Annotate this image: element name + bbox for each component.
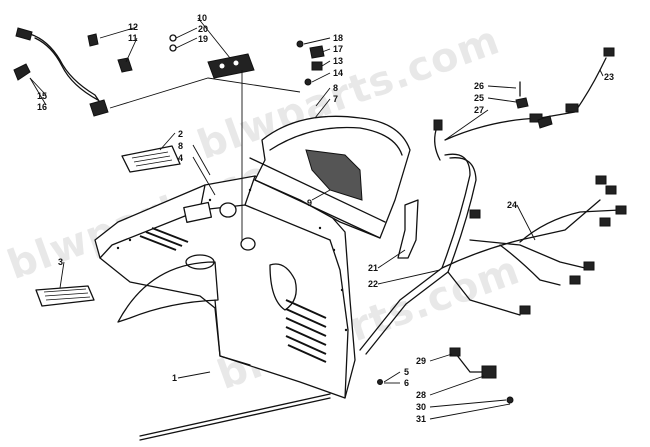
callout-label: 28 [416,390,427,400]
callout-label: 9 [307,198,313,208]
callout-label: 13 [333,56,344,66]
callout-label: 30 [416,402,427,412]
callout-label: 3 [58,257,64,267]
callout-label: 23 [604,72,615,82]
hood-part [249,115,411,239]
callout-label: 25 [474,93,485,103]
callout-label: 22 [368,279,379,289]
callout-label: 11 [128,33,138,43]
callout-label: 4 [178,153,184,163]
callout-label: 16 [37,102,48,112]
decal-plate-2 [121,145,181,173]
callout-label: 5 [404,367,410,377]
callout-label: 15 [37,91,48,101]
bracket-part [397,199,419,259]
callout-label: 24 [507,200,518,210]
callout-label: 18 [333,33,344,43]
callout-label: 12 [128,22,139,32]
callout-label: 6 [404,378,410,388]
callout-label: 27 [474,105,485,115]
decal-plate-3 [35,285,95,307]
callout-label: 26 [474,81,485,91]
callout-label: 29 [416,356,427,366]
callout-label: 10 [197,13,208,23]
callout-label: 21 [368,263,379,273]
switch-plate [207,53,255,79]
console-body [94,175,356,399]
callout-label: 17 [333,44,344,54]
callout-label: 8 [333,83,339,93]
callout-label: 2 [178,129,184,139]
callout-label: 1 [172,373,178,383]
callout-label: 20 [198,24,209,34]
callout-label: 31 [416,414,427,424]
callout-label: 8 [178,141,184,151]
callout-label: 14 [333,68,344,78]
callout-label: 7 [333,94,339,104]
callout-label: 19 [198,34,209,44]
wiring-harness [359,47,627,355]
